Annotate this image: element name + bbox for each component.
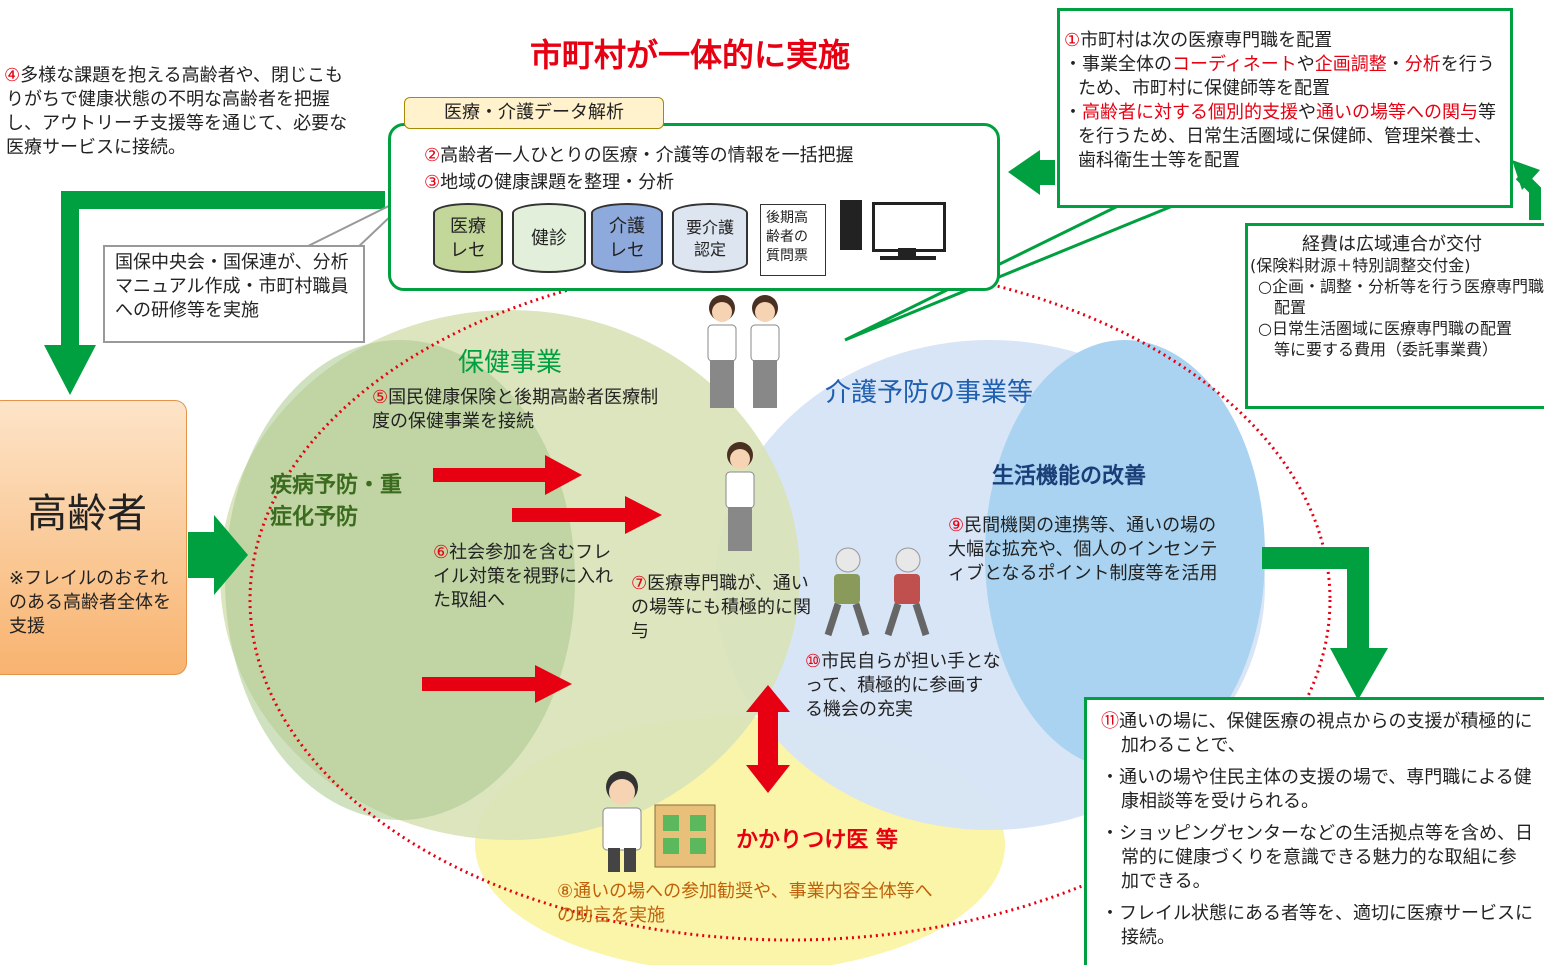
elderly-couple-icon [824,547,930,637]
staffing-number: ① [1064,30,1081,51]
elderly-title: 高齢者 [27,491,147,537]
item-6: ⑥社会参加を含むフレイル対策を視野に入れた取組へ [433,541,613,613]
b1-post: を行うため、市町村に保健師等を配置 [1078,54,1495,99]
funding-item-2: ○日常生活圏域に医療専門職の配置 [1258,319,1512,338]
b2-red-2: 通いの場等への関与 [1316,102,1478,123]
item-6-number: ⑥ [433,542,450,563]
b2-post: 等を行うため、日常生活圏域に保健師、管理栄養士、歯科衛生士等を配置 [1078,102,1496,171]
questionnaire-doc: 後期高齢者の質問票 [760,204,826,276]
b1-red-3: 分析 [1404,54,1441,75]
cylinder-yokaigo: 要介護認定 [672,203,748,273]
hoken-item-5-text: 国民健康保険と後期高齢者医療制度の保健事業を接続 [372,387,659,432]
note-4: ④多様な課題を抱える高齢者や、閉じこもりがちで健康状態の不明な高齢者を把握し、ア… [4,64,358,160]
b1-dot: ・ [1386,54,1405,75]
b1-red-2: 企画調整 [1314,54,1387,75]
item-7-text: 医療専門職が、通いの場等にも積極的に関与 [631,573,811,642]
cylinder-line-1: 医療 [450,216,486,237]
green-arrow-to-hoken [214,515,248,595]
note-4-text: 多様な課題を抱える高齢者や、閉じこもりがちで健康状態の不明な高齢者を把握し、アウ… [6,65,348,158]
cylinder-line-2: レセ [609,240,645,261]
cylinder-line-1: 介護 [609,216,645,237]
seikatsu-title: 生活機能の改善 [992,464,1147,489]
seikatsu-item-9: ⑨民間機関の連携等、通いの場の大幅な拡充や、個人のインセンティブとなるポイント制… [948,514,1220,586]
nurse-icon [725,442,755,551]
red-arrow-1 [433,455,582,495]
item-9-number: ⑨ [948,515,965,536]
item-7-number: ⑦ [631,573,648,594]
staffing-line-1-text: 市町村は次の医療専門職を配置 [1080,30,1333,51]
analysis-item-2-number: ② [424,145,441,166]
doctor-title: かかりつけ医 等 [736,828,898,853]
cylinder-line-1: 健診 [531,228,567,249]
elderly-note: ※フレイルのおそれのある高齢者全体を支援 [9,568,171,637]
funding-title: 経費は広域連合が交付 [1302,234,1482,255]
data-analysis-tag: 医療・介護データ解析 [404,97,664,129]
funding-box: 経費は広域連合が交付 (保険料財源＋特別調整交付金) ○企画・調整・分析等を行う… [1245,223,1544,409]
item-9-text: 民間機関の連携等、通いの場の大幅な拡充や、個人のインセンティブとなるポイント制度… [948,515,1218,584]
doctor-icon [602,771,642,872]
item-10-text: 市民自らが担い手となって、積極的に参画する機会の充実 [805,651,1001,720]
hoken-title: 保健事業 [458,348,563,378]
kaigo-title: 介護予防の事業等 [825,378,1034,408]
item-6-text: 社会参加を含むフレイル対策を視野に入れた取組へ [433,542,613,611]
red-double-arrow [746,685,790,793]
item-8-text: 通いの場への参加勧奨や、事業内容全体等への助言を実施 [557,881,933,926]
red-arrow-3 [422,665,572,703]
cylinder-kaigo-rese: 介護レセ [591,203,663,273]
page-title: 市町村が一体的に実施 [530,36,851,74]
green-arrow-to-analysis [1008,150,1055,195]
cylinder-line-2: レセ [450,240,486,261]
elderly-box: 高齢者 ※フレイルのおそれのある高齢者全体を支援 [0,400,187,675]
outcome-number: ⑪ [1101,711,1119,732]
b1-mid: や [1296,54,1315,75]
disease-circle [225,340,575,820]
staffing-bullet-2: ・高齢者に対する個別的支援や通いの場等への関与等を行うため、日常生活圏域に保健師… [1064,101,1504,173]
item-7: ⑦医療専門職が、通いの場等にも積極的に関与 [631,572,811,644]
item-8-number: ⑧ [557,881,574,902]
community-boundary [248,258,1332,942]
staffing-line-1: ①市町村は次の医療専門職を配置 [1064,29,1504,53]
cylinder-iryo-rese: 医療レセ [433,203,503,273]
analysis-item-3-text: 地域の健康課題を整理・分析 [440,172,675,193]
outcome-bullet-2: ・ショッピングセンターなどの生活拠点等を含め、日常的に健康づくりを意識できる魅力… [1101,823,1533,892]
outcome-box: ⑪通いの場に、保健医療の視点からの支援が積極的に加わることで、 ・通いの場や住民… [1084,697,1544,965]
outcome-bullet-3: ・フレイル状態にある者等を、適切に医療サービスに接続。 [1101,903,1533,948]
funding-sub: (保険料財源＋特別調整交付金) [1250,256,1471,275]
item-10: ⑩市民自らが担い手となって、積極的に参画する機会の充実 [805,650,1001,722]
cylinder-line-2: 認定 [693,240,726,259]
analysis-item-2: ②高齢者一人ひとりの医療・介護等の情報を一括把握 [424,144,854,168]
analysis-item-3-number: ③ [424,172,441,193]
kokuho-note: 国保中央会・国保連が、分析マニュアル作成・市町村職員への研修等を実施 [103,245,365,343]
computer-icon [840,200,950,262]
disease-title: 疾病予防・重症化予防 [270,473,403,530]
doctor-item-8: ⑧通いの場への参加勧奨や、事業内容全体等への助言を実施 [557,880,937,928]
outcome-head-text: 通いの場に、保健医療の視点からの支援が積極的に加わることで、 [1119,711,1533,756]
outcome-bullet-1: ・通いの場や住民主体の支援の場で、専門職による健康相談等を受けられる。 [1101,767,1532,812]
staff-pair-icon [707,295,780,408]
analysis-item-3: ③地域の健康課題を整理・分析 [424,171,674,195]
funding-footer: 等に要する費用（委託事業費） [1274,340,1499,359]
staffing-bullet-1: ・事業全体のコーディネートや企画調整・分析を行うため、市町村に保健師等を配置 [1064,53,1504,101]
b2-pre: ・ [1064,102,1082,123]
b2-red-1: 高齢者に対する個別的支援 [1082,102,1298,123]
b2-mid: や [1298,102,1316,123]
hoken-item-5-number: ⑤ [372,387,389,408]
seikatsu-circle [985,340,1265,770]
funding-item-1: ○企画・調整・分析等を行う医療専門職の配置 [1258,277,1544,317]
green-arrow-to-box11 [1262,547,1369,650]
note-4-number: ④ [4,65,21,86]
cylinder-kenshin: 健診 [512,203,586,273]
outcome-head: ⑪通いの場に、保健医療の視点からの支援が積極的に加わることで、 [1101,710,1534,758]
red-arrow-2 [512,496,662,534]
hoken-item-5: ⑤国民健康保険と後期高齢者医療制度の保健事業を接続 [372,386,672,434]
clinic-building-icon [654,804,716,868]
item-10-number: ⑩ [805,651,822,672]
b1-pre: ・事業全体の [1064,54,1172,75]
analysis-item-2-text: 高齢者一人ひとりの医療・介護等の情報を一括把握 [440,145,854,166]
staffing-box: ①市町村は次の医療専門職を配置 ・事業全体のコーディネートや企画調整・分析を行う… [1057,8,1513,208]
cylinder-line-1: 要介護 [685,218,734,237]
b1-red-1: コーディネート [1172,54,1297,75]
